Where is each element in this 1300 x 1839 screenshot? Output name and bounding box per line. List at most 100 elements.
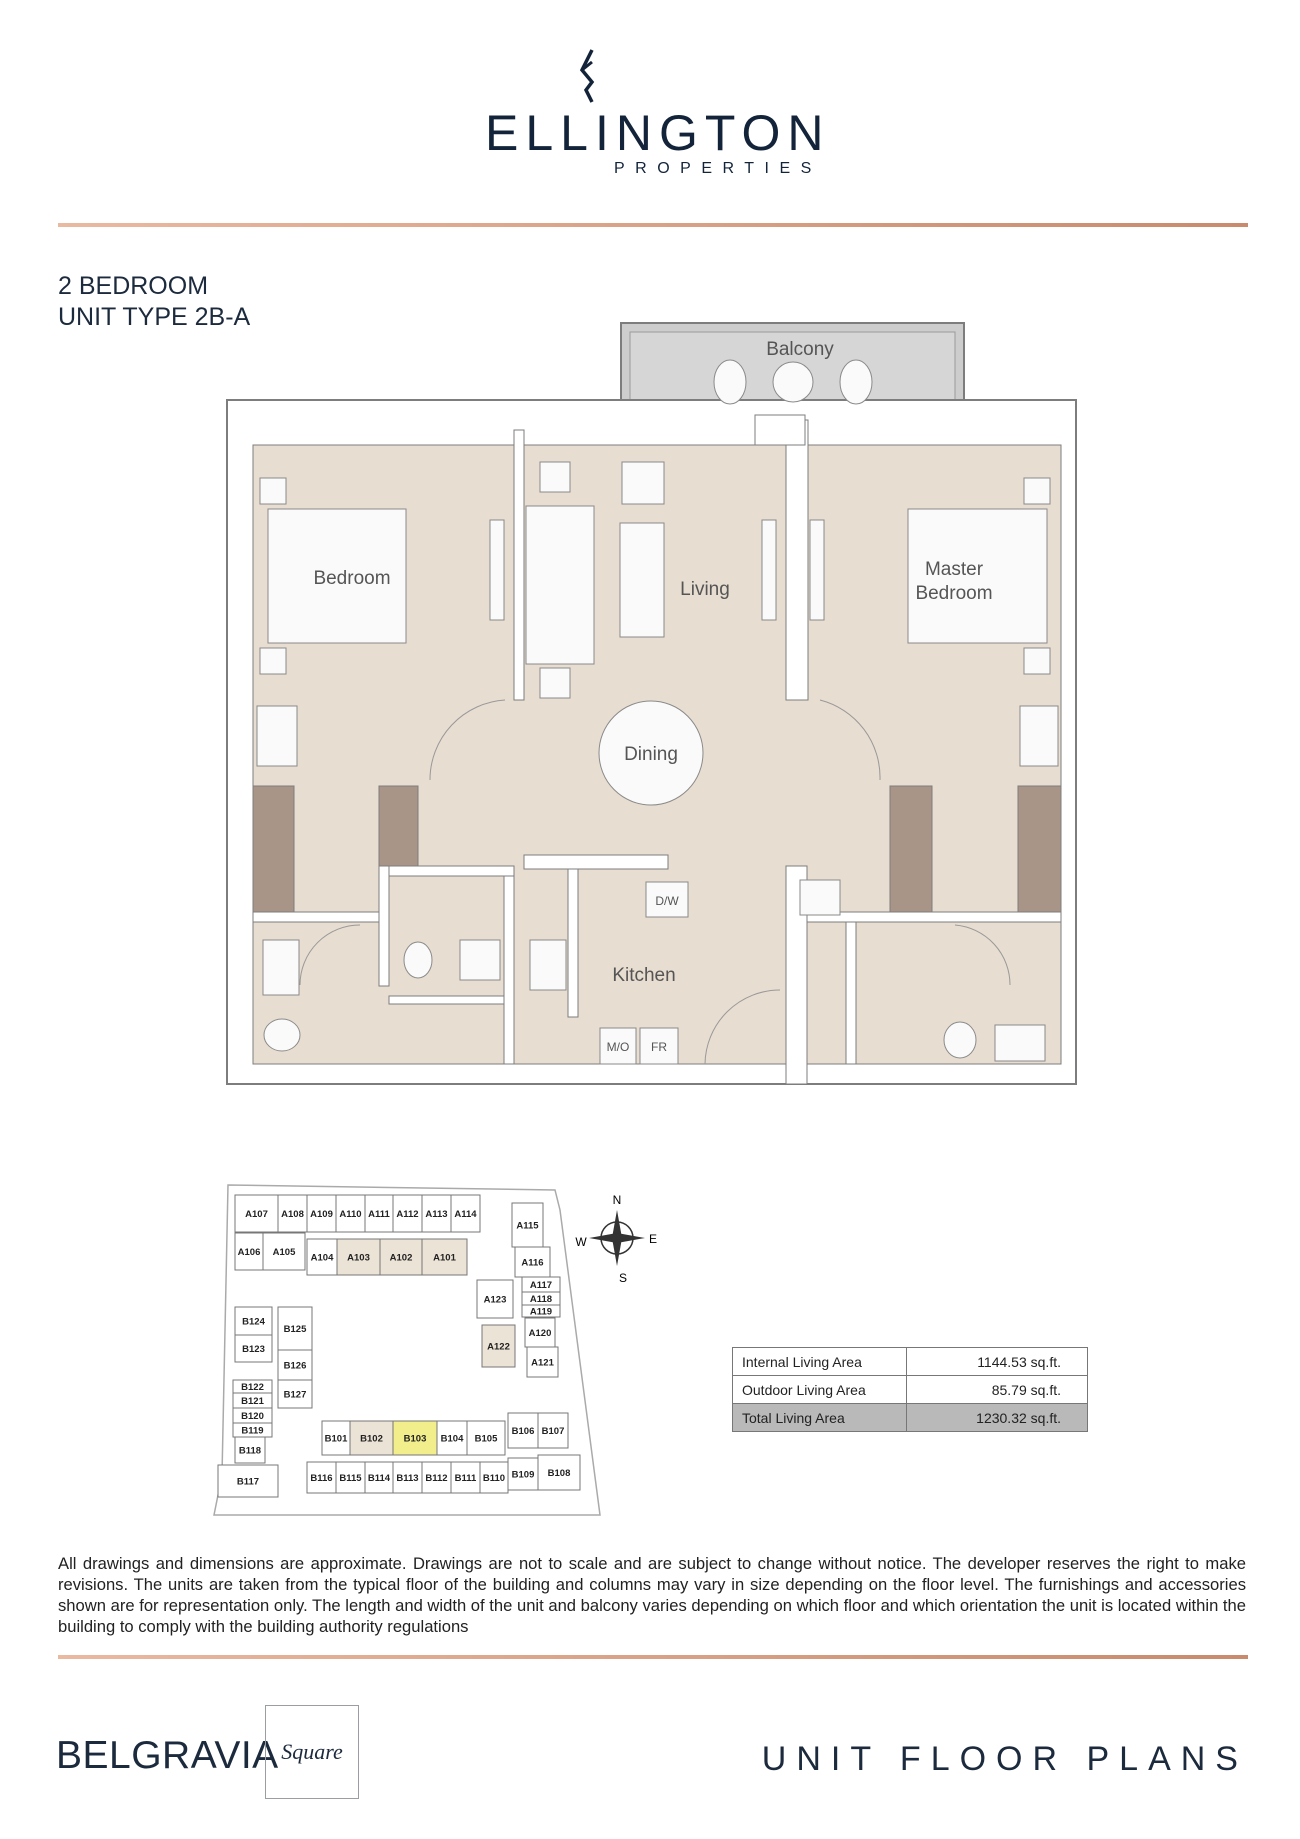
- site-unit-label: B122: [241, 1382, 264, 1393]
- site-unit-a123: A123: [476, 1279, 514, 1319]
- label-balcony: Balcony: [766, 339, 834, 360]
- site-unit-box: [364, 1194, 394, 1233]
- site-unit-label: B113: [396, 1473, 418, 1484]
- site-unit-label: B125: [284, 1324, 307, 1335]
- site-unit-label: A103: [347, 1253, 370, 1264]
- site-unit-box: [335, 1461, 366, 1494]
- site-unit-a107: A107: [234, 1194, 279, 1233]
- site-unit-a117: A117: [521, 1276, 561, 1293]
- site-unit-label: A121: [531, 1358, 554, 1369]
- bedroom-count-heading: 2 BEDROOM: [58, 272, 209, 300]
- washer: [799, 879, 841, 916]
- site-unit-label: B116: [310, 1473, 332, 1484]
- site-unit-box: [537, 1454, 581, 1491]
- site-unit-box: [466, 1420, 506, 1456]
- site-unit-b116: B116: [306, 1461, 337, 1494]
- site-unit-box: [476, 1279, 514, 1319]
- site-unit-a121: A121: [526, 1346, 559, 1378]
- site-unit-label: A122: [487, 1342, 510, 1353]
- disclaimer: All drawings and dimensions are approxim…: [58, 1554, 1246, 1636]
- site-unit-a113: A113: [421, 1194, 452, 1233]
- site-unit-label: B112: [425, 1473, 447, 1484]
- site-unit-box: [537, 1412, 569, 1449]
- site-unit-label: B124: [242, 1317, 265, 1328]
- site-unit-box: [479, 1461, 509, 1494]
- site-unit-a105: A105: [262, 1232, 306, 1271]
- site-unit-label: B126: [284, 1361, 307, 1372]
- site-unit-box: [450, 1194, 481, 1233]
- site-unit-box: [450, 1461, 481, 1494]
- site-unit-b120: B120: [232, 1407, 273, 1424]
- site-unit-b127: B127: [277, 1379, 313, 1409]
- site-unit-box: [335, 1194, 366, 1233]
- site-unit-a104: A104: [306, 1238, 338, 1276]
- site-unit-b105: B105: [466, 1420, 506, 1456]
- site-unit-label: B120: [241, 1411, 264, 1422]
- project-suffix-box: Square: [265, 1705, 359, 1799]
- site-unit-b124: B124: [234, 1306, 273, 1336]
- site-unit-box: [364, 1461, 394, 1494]
- brand-name: ELLINGTON: [485, 105, 831, 161]
- label-bedroom: Bedroom: [313, 568, 390, 589]
- site-unit-label: A119: [530, 1307, 552, 1318]
- site-unit-b111: B111: [450, 1461, 481, 1494]
- site-unit-box: [421, 1461, 452, 1494]
- site-unit-box: [521, 1304, 561, 1318]
- site-unit-label: A101: [433, 1253, 456, 1264]
- site-unit-b102: B102: [349, 1420, 394, 1456]
- site-unit-label: A107: [245, 1209, 268, 1220]
- site-unit-box: [234, 1194, 279, 1233]
- compass-s: S: [619, 1271, 627, 1285]
- washbasin: [262, 939, 300, 996]
- site-unit-box: [507, 1457, 539, 1491]
- area-value: 1230.32 sq.ft.: [906, 1403, 1088, 1432]
- label-master-2: Bedroom: [915, 583, 992, 604]
- site-unit-box: [524, 1317, 556, 1348]
- site-unit-box: [392, 1420, 438, 1456]
- site-unit-label: B114: [368, 1473, 391, 1484]
- wardrobe: [1017, 785, 1062, 913]
- desk: [1019, 705, 1059, 767]
- site-unit-label: A118: [530, 1294, 552, 1305]
- tv-unit: [809, 519, 825, 621]
- site-unit-a106: A106: [234, 1232, 264, 1271]
- site-unit-box: [234, 1436, 266, 1464]
- toilet: [943, 1021, 977, 1059]
- site-unit-label: B107: [542, 1426, 565, 1437]
- wardrobe: [378, 785, 419, 867]
- site-unit-label: A106: [238, 1247, 261, 1258]
- site-unit-box: [277, 1349, 313, 1381]
- site-unit-b110: B110: [479, 1461, 509, 1494]
- site-unit-a108: A108: [277, 1194, 308, 1233]
- site-unit-box: [234, 1232, 264, 1271]
- label-living: Living: [680, 579, 730, 600]
- site-unit-a112: A112: [392, 1194, 423, 1233]
- site-unit-a103: A103: [336, 1238, 381, 1276]
- site-unit-box: [277, 1379, 313, 1409]
- label-fr: FR: [651, 1040, 667, 1054]
- site-unit-b121: B121: [232, 1392, 273, 1409]
- site-unit-b114: B114: [364, 1461, 394, 1494]
- site-unit-a115: A115: [511, 1202, 544, 1248]
- site-unit-label: A111: [368, 1209, 390, 1220]
- site-unit-b123: B123: [234, 1334, 273, 1363]
- site-unit-b103: B103: [392, 1420, 438, 1456]
- site-unit-label: B103: [404, 1434, 427, 1445]
- label-kitchen: Kitchen: [612, 965, 675, 986]
- footer-divider: [58, 1655, 1248, 1659]
- site-unit-label: A110: [339, 1209, 361, 1220]
- site-unit-b108: B108: [537, 1454, 581, 1491]
- area-label: Total Living Area: [732, 1403, 907, 1432]
- site-unit-label: A109: [310, 1209, 333, 1220]
- coffee-table: [619, 522, 665, 638]
- site-unit-a101: A101: [421, 1238, 468, 1276]
- site-unit-a111: A111: [364, 1194, 394, 1233]
- washbasin: [459, 939, 501, 981]
- site-unit-label: B123: [242, 1344, 265, 1355]
- site-unit-label: A115: [516, 1221, 539, 1232]
- ellington-logo-icon: [579, 49, 595, 103]
